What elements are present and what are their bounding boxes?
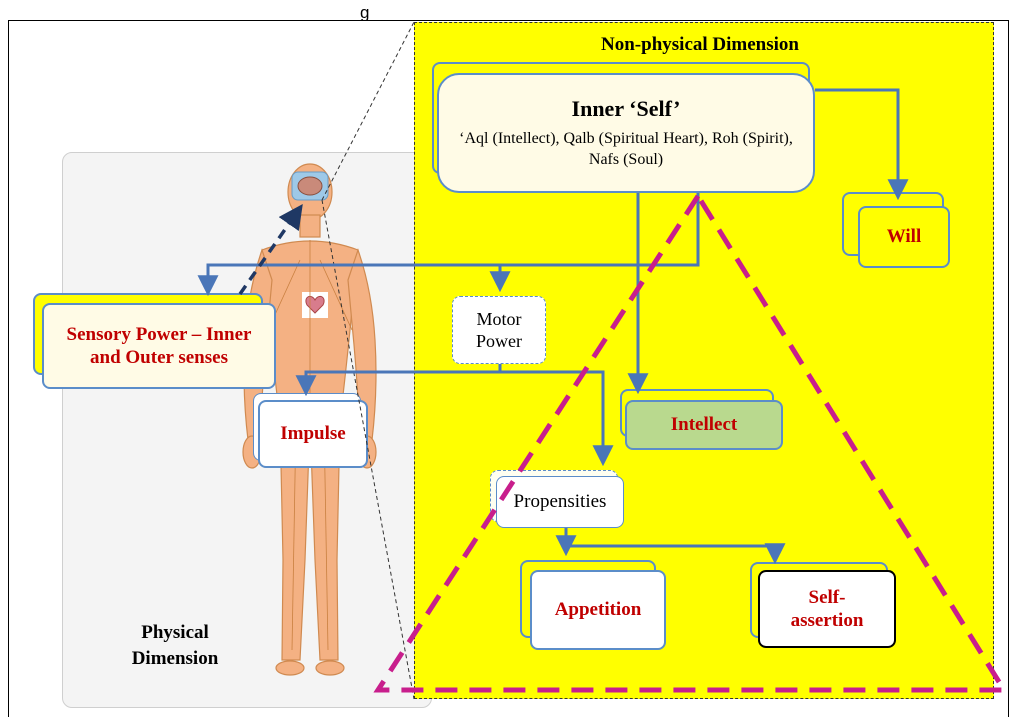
will-box: Will xyxy=(858,206,950,268)
appetition-box: Appetition xyxy=(530,570,666,650)
impulse-box: Impulse xyxy=(258,400,368,468)
motor-power-box: Motor Power xyxy=(452,296,546,364)
inner-self-box: Inner ‘Self’ ‘Aql (Intellect), Qalb (Spi… xyxy=(437,73,815,193)
inner-self-description: ‘Aql (Intellect), Qalb (Spiritual Heart)… xyxy=(439,128,813,170)
physical-dimension-label: Physical Dimension xyxy=(110,620,240,672)
propensities-box: Propensities xyxy=(496,476,624,528)
inner-self-title: Inner ‘Self’ xyxy=(572,96,681,122)
intellect-box: Intellect xyxy=(625,400,783,450)
figure-caption-fragment: g xyxy=(360,0,369,20)
self-assertion-box: Self-assertion xyxy=(758,570,896,648)
non-physical-dimension-title: Non-physical Dimension xyxy=(540,34,860,56)
sensory-power-box: Sensory Power – Inner and Outer senses xyxy=(42,303,276,389)
